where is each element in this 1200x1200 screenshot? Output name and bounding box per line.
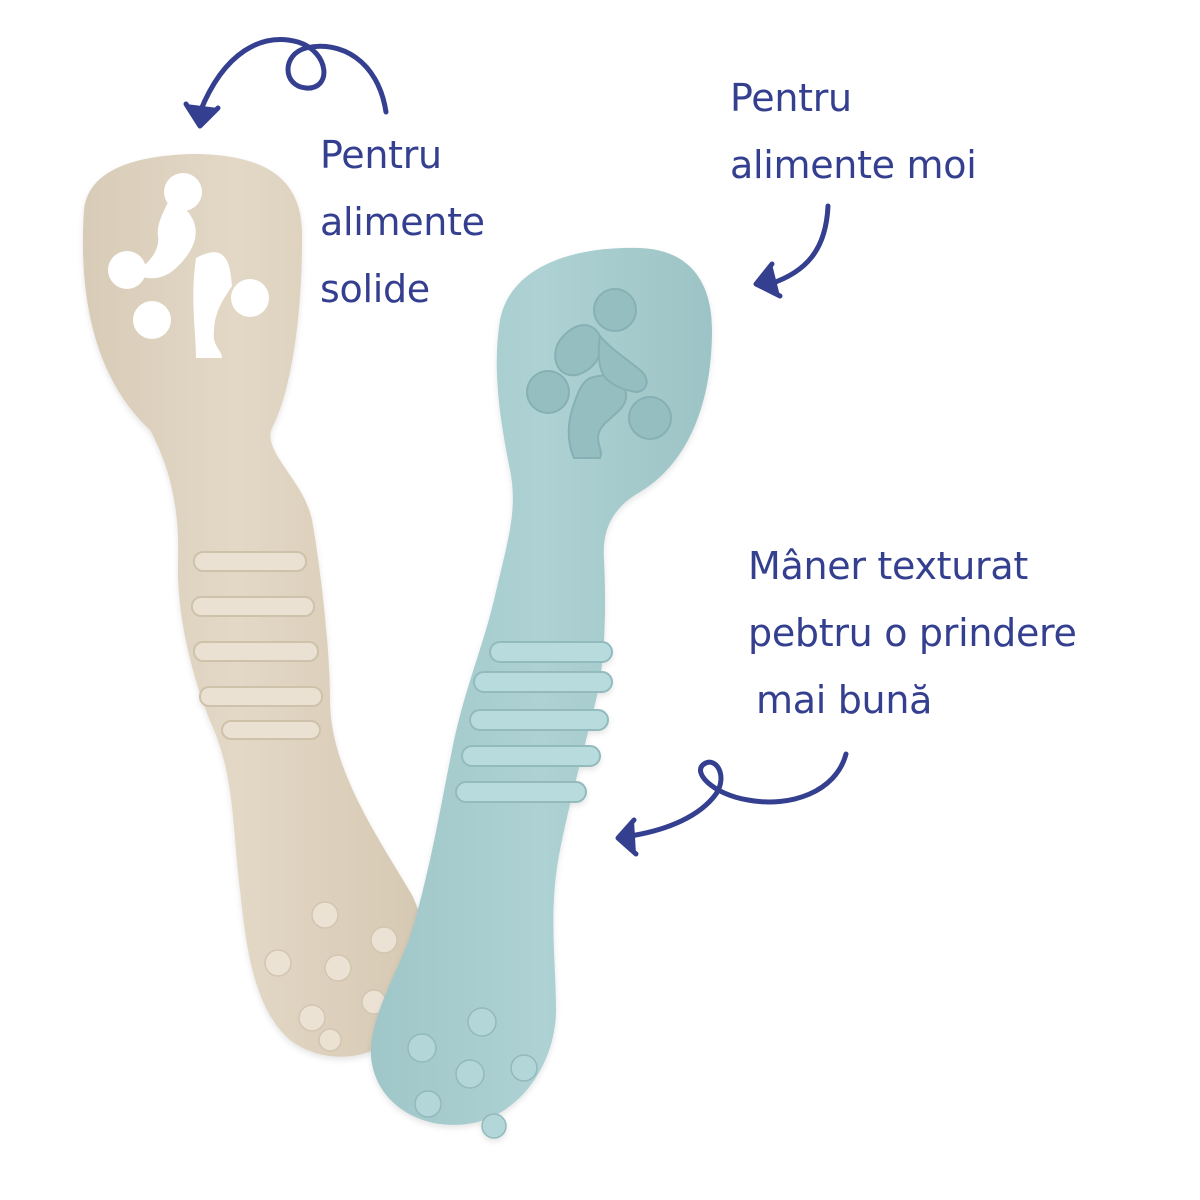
perforated-head — [108, 173, 269, 358]
blue-grip-ridges — [455, 641, 613, 803]
curly-arrow-icon — [183, 37, 389, 129]
soft-foods-caption: Pentru alimente moi — [730, 65, 977, 199]
curly-arrow-icon — [615, 751, 849, 857]
beige-spoon — [82, 154, 425, 1057]
caption-line: mai bună — [756, 678, 933, 722]
caption-line: pebtru o prindere — [748, 611, 1077, 655]
blue-handle-nubs — [407, 1007, 538, 1139]
caption-line: Pentru — [320, 133, 442, 177]
textured-handle-caption: Mâner texturat pebtru o prindere mai bun… — [748, 533, 1077, 734]
blue-spoon — [370, 247, 712, 1139]
recessed-head — [526, 288, 672, 459]
caption-line: alimente moi — [730, 143, 977, 187]
beige-handle-nubs — [264, 901, 398, 1052]
solid-foods-caption: Pentru alimente solide — [320, 122, 485, 323]
caption-line: Mâner texturat — [748, 544, 1028, 588]
beige-grip-ridges — [191, 551, 323, 740]
curved-arrow-icon — [753, 203, 831, 299]
caption-line: Pentru — [730, 76, 852, 120]
caption-line: alimente — [320, 200, 485, 244]
caption-line: solide — [320, 267, 430, 311]
